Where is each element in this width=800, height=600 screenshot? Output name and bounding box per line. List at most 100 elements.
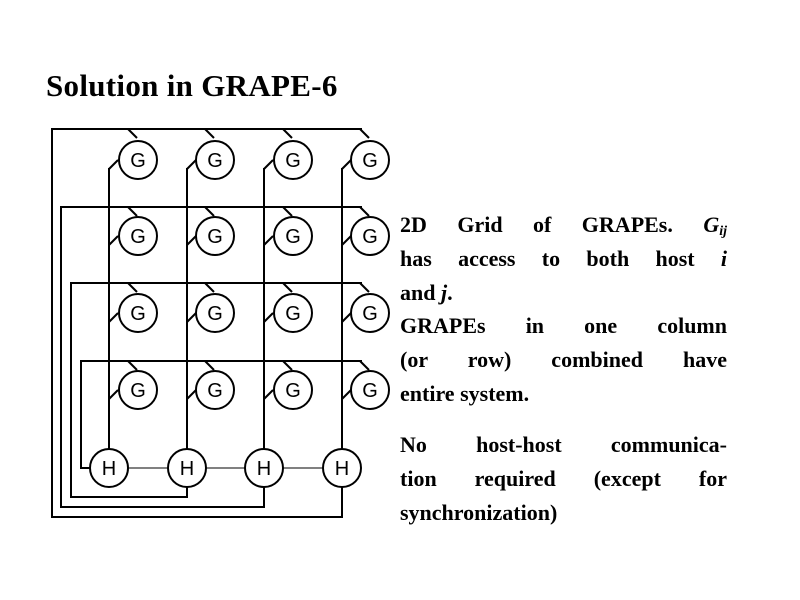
column-tap-line [108,312,119,323]
node-circle [273,370,313,410]
column-tap-line [263,312,274,323]
node-label: G [207,150,223,172]
description-paragraph: 2D Grid of GRAPEs. Gij has access to bot… [400,208,727,411]
text: has access to both host [400,245,695,271]
node-circle [195,293,235,333]
text: and [400,279,436,305]
node-label: H [102,458,116,480]
row-tap-line [127,360,138,371]
node-circle [350,293,390,333]
grape-node: G [273,140,313,180]
row-tap-line [282,206,293,217]
grape-node: G [195,370,235,410]
node-circle [118,216,158,256]
row-tap-line [359,206,370,217]
row-bus-line [60,206,362,508]
row-tap-line [127,128,138,139]
node-label: G [285,380,301,402]
row-tap-line [282,128,293,139]
column-tap-line [108,389,119,400]
grape-node: G [195,293,235,333]
grape-node: G [118,140,158,180]
math-g: Gij [703,212,728,239]
column-tap-line [186,159,197,170]
column-tap-line [341,159,352,170]
grape-node: G [273,293,313,333]
host-node: H [322,448,362,488]
row-tap-line [204,360,215,371]
node-circle [195,216,235,256]
node-circle [118,370,158,410]
node-label: G [130,226,146,248]
node-label: G [362,226,378,248]
text-line: tion required (except for [400,465,727,491]
math-i: i [720,245,727,271]
node-label: G [207,380,223,402]
host-node: H [167,448,207,488]
column-tap-line [186,312,197,323]
node-label: G [362,150,378,172]
text-line: 2D Grid of GRAPEs. Gij [400,208,727,242]
node-circle [195,370,235,410]
text-line: has access to both host i [400,242,727,276]
row-tap-line [282,282,293,293]
node-label: G [362,380,378,402]
node-label: G [362,303,378,325]
text: 2D Grid of GRAPEs. [400,212,673,237]
text-line: entire system. [400,380,530,406]
node-circle [273,140,313,180]
node-label: H [335,458,349,480]
node-label: G [130,303,146,325]
node-circle [167,448,207,488]
row-tap-line [204,128,215,139]
column-tap-line [186,389,197,400]
node-circle [350,216,390,256]
grape-node: G [118,293,158,333]
row-bus-line [51,128,362,518]
math-subscript: ij [719,224,728,239]
node-circle [273,293,313,333]
column-tap-line [263,235,274,246]
row-bus-line [80,360,362,469]
row-tap-line [359,282,370,293]
grape-node: G [350,293,390,333]
node-circle [118,140,158,180]
column-tap-line [108,235,119,246]
column-tap-line [341,389,352,400]
row-tap-line [359,360,370,371]
row-tap-line [204,206,215,217]
row-bus-line [70,282,362,498]
host-node: H [89,448,129,488]
grape-node: G [273,370,313,410]
grape-node: G [350,216,390,256]
grape-node: G [195,140,235,180]
text: . [447,279,453,305]
column-tap-line [341,235,352,246]
grape-node: G [273,216,313,256]
column-tap-line [186,235,197,246]
row-tap-line [204,282,215,293]
node-label: G [285,226,301,248]
row-tap-line [359,128,370,139]
node-circle [273,216,313,256]
slide-title: Solution in GRAPE-6 [46,68,338,103]
host-node: H [244,448,284,488]
note-paragraph: No host-host communica- tion required (e… [400,428,727,529]
text-line: synchronization) [400,499,558,525]
node-label: G [285,150,301,172]
text-line: GRAPEs in one column [400,313,727,339]
grape-node: G [195,216,235,256]
grape-node: G [350,140,390,180]
node-label: G [207,303,223,325]
node-circle [118,293,158,333]
node-circle [244,448,284,488]
node-label: G [285,303,301,325]
grape-node: G [118,216,158,256]
node-label: H [180,458,194,480]
node-circle [195,140,235,180]
column-tap-line [108,159,119,170]
column-tap-line [341,312,352,323]
text-line: and j. [400,276,727,310]
math-j: j [440,279,448,305]
